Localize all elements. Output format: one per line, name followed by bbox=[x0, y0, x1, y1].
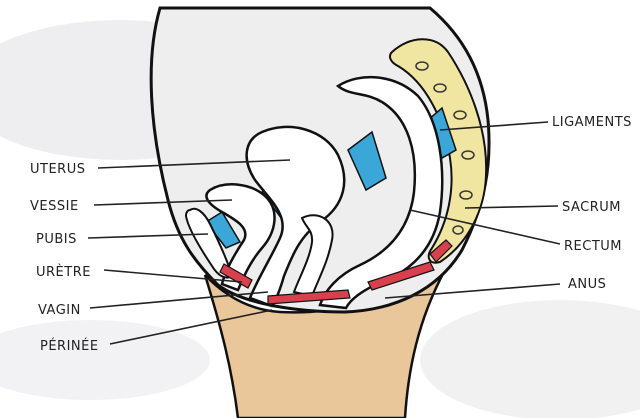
label-rectum: RECTUM bbox=[564, 239, 622, 254]
label-vessie: VESSIE bbox=[30, 199, 79, 214]
label-pubis: PUBIS bbox=[36, 232, 77, 247]
label-uterus: UTERUS bbox=[30, 162, 85, 177]
label-anus: ANUS bbox=[568, 277, 606, 292]
label-uretre: URÈTRE bbox=[36, 264, 91, 280]
label-sacrum: SACRUM bbox=[562, 200, 621, 215]
label-vagin: VAGIN bbox=[38, 303, 81, 318]
label-ligaments: LIGAMENTS bbox=[552, 115, 632, 130]
label-perinee: PÉRINÉE bbox=[40, 338, 99, 354]
